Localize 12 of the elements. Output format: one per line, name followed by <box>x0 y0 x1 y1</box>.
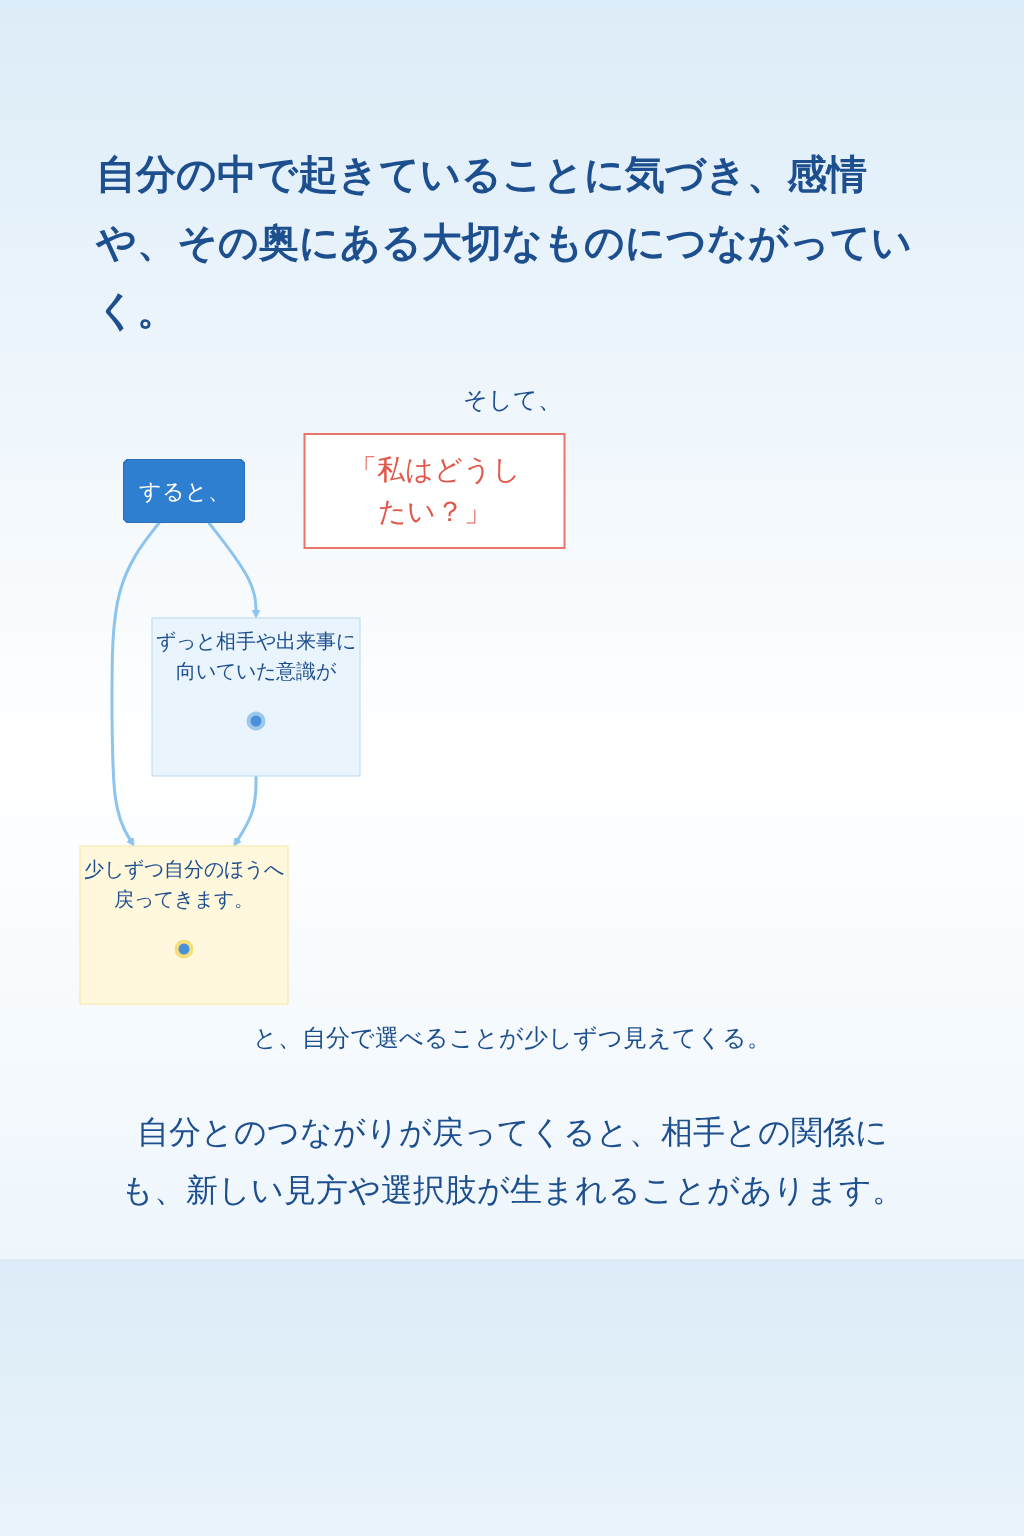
caption: 自分とのつながりが戻ってくると、相手との関係にも、新しい見方や選択肢が生まれることがあります。 <box>119 1112 905 1211</box>
cluster: ずっと相手や出来事に向いていた意識が <box>151 617 361 777</box>
cluster: 少しずつ自分のほうへ戻ってきます。 <box>79 845 289 1005</box>
arrow <box>110 521 161 847</box>
node-person <box>174 939 194 959</box>
arrow <box>207 521 261 619</box>
node-box: 「私はどうしたい？」 <box>303 433 566 549</box>
arrow <box>233 776 258 847</box>
heading: 自分の中で起きていることに気づき、感情や、その奥にある大切なものにつながっていく。 <box>94 150 913 335</box>
body-text: と、自分で選べることが少しずつ見えてくる。 <box>252 1023 772 1054</box>
connector-text: そして、 <box>461 385 563 416</box>
node-person <box>246 711 266 731</box>
